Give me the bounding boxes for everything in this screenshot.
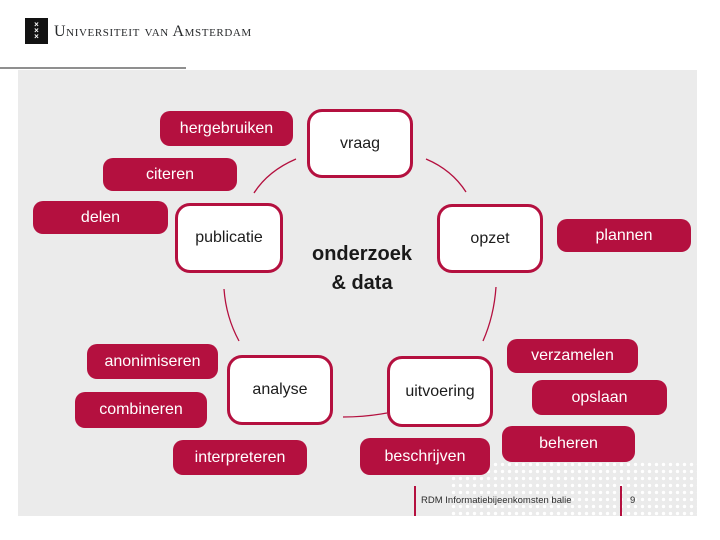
center-title-line1: onderzoek: [311, 243, 413, 265]
node-opzet: opzet: [437, 204, 543, 273]
node-citeren: citeren: [103, 158, 237, 191]
crest-x-glyph: ×: [34, 32, 39, 41]
uva-crest-icon: × × ×: [25, 18, 48, 44]
diagram-center-title: onderzoek & data: [298, 240, 426, 298]
header-divider: [0, 67, 186, 69]
node-anonimiseren: anonimiseren: [87, 344, 218, 379]
node-beschrijven: beschrijven: [360, 438, 490, 475]
footer-divider-right: [620, 486, 622, 516]
university-logo-text: Universiteit van Amsterdam: [54, 23, 252, 40]
node-analyse: analyse: [227, 355, 333, 425]
footer-page-number: 9: [630, 495, 636, 506]
footer-divider-left: [414, 486, 416, 516]
node-verzamelen: verzamelen: [507, 339, 638, 373]
crest-x-glyph: ×: [34, 20, 39, 29]
node-hergebruiken: hergebruiken: [160, 111, 293, 146]
node-plannen: plannen: [557, 219, 691, 252]
footer-title: RDM Informatiebijeenkomsten balie: [421, 495, 572, 506]
dot-pattern-decoration: [450, 461, 697, 516]
node-interpreteren: interpreteren: [173, 440, 307, 475]
center-title-line2: & data: [331, 272, 393, 294]
node-vraag: vraag: [307, 109, 413, 178]
node-publicatie: publicatie: [175, 203, 283, 273]
node-combineren: combineren: [75, 392, 207, 428]
node-delen: delen: [33, 201, 168, 234]
node-beheren: beheren: [502, 426, 635, 462]
crest-x-glyph: ×: [34, 26, 39, 35]
node-uitvoering: uitvoering: [387, 356, 493, 427]
node-opslaan: opslaan: [532, 380, 667, 415]
